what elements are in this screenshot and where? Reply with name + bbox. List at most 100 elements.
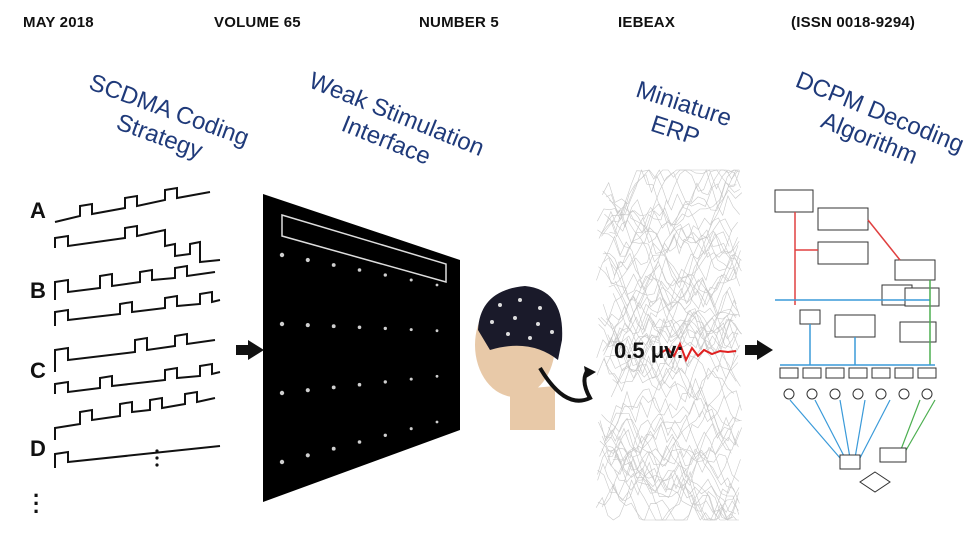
- stimulus-dot: [409, 278, 413, 282]
- erp-trial-trace: [605, 193, 737, 274]
- erp-amplitude-label: 0.5 μv:: [614, 338, 684, 363]
- erp-trial-trace: [595, 431, 732, 521]
- stimulus-dot: [331, 324, 336, 329]
- erp-trial-trace: [608, 277, 740, 349]
- erp-trial-trace: [604, 230, 741, 270]
- erp-trial-trace: [601, 169, 740, 237]
- erp-trial-trace: [596, 253, 737, 358]
- stimulus-dot: [357, 440, 362, 444]
- flowchart-node: [848, 367, 868, 379]
- flowchart-circle-node: [875, 388, 887, 400]
- erp-trial-trace: [609, 312, 737, 385]
- issn: (ISSN 0018-9294): [791, 14, 916, 31]
- stimulus-dot: [357, 325, 362, 330]
- erp-trial-trace: [602, 189, 743, 321]
- issue-number: NUMBER 5: [419, 14, 499, 31]
- erp-trial-trace: [605, 311, 743, 356]
- stimulus-dot: [331, 385, 336, 390]
- erp-trial-trace: [602, 169, 739, 217]
- stimulus-dot: [409, 427, 413, 431]
- more-rows-dots: ···: [33, 483, 41, 524]
- erp-trial-trace: [611, 169, 737, 249]
- stimulus-dot: [435, 374, 439, 378]
- code-c-2: [54, 362, 221, 394]
- erp-trial-trace: [603, 235, 741, 308]
- erp-trial-trace: [609, 169, 739, 244]
- flowchart-circle-node: [898, 388, 910, 400]
- row-label-b: B: [30, 278, 46, 303]
- erp-trial-trace: [605, 318, 739, 386]
- erp-trial-trace: [607, 435, 740, 504]
- erp-trial-trace: [599, 420, 736, 521]
- erp-trial-trace: [602, 169, 740, 205]
- erp-trial-trace: [600, 245, 739, 330]
- flowchart-circle-node: [852, 388, 864, 400]
- erp-trial-trace: [603, 394, 742, 462]
- stimulus-dot: [409, 328, 413, 332]
- arrow-coding-to-interface: [236, 340, 264, 360]
- row-label-a: A: [30, 198, 46, 223]
- flowchart-node: [802, 367, 822, 379]
- journal-code: IEBEAX: [618, 14, 676, 31]
- flowchart: [774, 189, 940, 493]
- code-a-2: [54, 224, 221, 264]
- erp-trial-trace: [610, 388, 741, 443]
- flowchart-circle-node: [829, 388, 841, 400]
- erp-trial-trace: [601, 435, 739, 521]
- erp-trial-trace: [612, 327, 738, 378]
- erp-trial-trace: [604, 319, 738, 373]
- stimulus-dot: [383, 326, 387, 331]
- erp-trial-trace: [605, 222, 738, 285]
- erp-trial-trace: [613, 223, 742, 280]
- code-d-2: [54, 445, 221, 468]
- erp-trial-trace: [597, 227, 737, 315]
- erp-trial-trace: [602, 308, 739, 380]
- code-d-ellipsis: [155, 449, 159, 467]
- erp-trial-trace: [599, 395, 734, 457]
- erp-trial-trace: [610, 349, 742, 411]
- erp-trial-trace: [608, 417, 741, 521]
- stimulus-dot: [279, 321, 285, 327]
- erp-trial-trace: [614, 404, 740, 499]
- erp-trials: [595, 169, 743, 521]
- flowchart-node: [779, 367, 799, 379]
- stimulus-dot: [357, 382, 362, 387]
- flowchart-circle-node: [921, 388, 933, 400]
- stimulation-screen: [263, 194, 460, 502]
- code-d-1: [54, 390, 216, 440]
- text-bar: [281, 213, 447, 283]
- stimulus-dot: [383, 433, 387, 437]
- code-waveforms: [54, 186, 221, 468]
- stimulus-dot: [305, 388, 310, 393]
- stimulus-dot: [435, 283, 439, 287]
- erp-trial-trace: [615, 290, 739, 357]
- erp-trial-trace: [604, 349, 737, 469]
- code-b-2: [54, 290, 221, 326]
- stimulus-dot: [279, 252, 285, 258]
- erp-trial-trace: [598, 181, 737, 239]
- erp-trial-trace: [615, 259, 741, 355]
- stimulus-dot: [305, 257, 310, 263]
- flowchart-node: [871, 367, 891, 379]
- erp-trial-trace: [614, 445, 740, 521]
- flowchart-circle-node: [806, 388, 818, 400]
- stimulus-dot: [305, 323, 310, 328]
- erp-trial-trace: [603, 308, 737, 384]
- flowchart-circle-node: [783, 388, 795, 400]
- arrow-erp-to-decoding: [745, 340, 773, 360]
- stimulus-dot: [435, 420, 439, 424]
- flowchart-node: [917, 367, 937, 379]
- erp-trial-trace: [596, 354, 734, 403]
- erp-trial-trace: [601, 482, 736, 521]
- stimulus-dot: [383, 273, 387, 277]
- stimulus-dot: [279, 459, 285, 465]
- issue-volume: VOLUME 65: [214, 14, 301, 31]
- code-a-1: [54, 186, 211, 223]
- erp-trial-trace: [614, 442, 740, 517]
- code-c-1: [54, 332, 216, 372]
- erp-trial-trace: [597, 201, 732, 255]
- stimulus-dots: [279, 252, 439, 465]
- stimulus-dot: [435, 329, 439, 333]
- stimulus-dot: [279, 390, 285, 396]
